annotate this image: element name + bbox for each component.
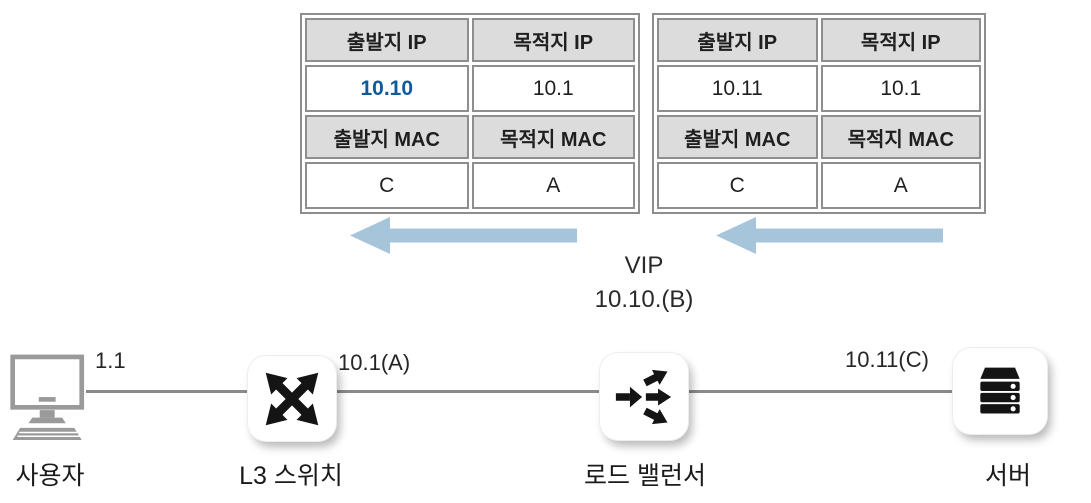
dest-ip-header: 목적지 IP — [471, 18, 635, 62]
network-link-line — [86, 390, 955, 393]
packet-table-left: 출발지 IP 목적지 IP 10.10 10.1 출발지 MAC 목적지 MAC… — [300, 13, 640, 214]
vip-address: 10.10.(B) — [594, 286, 694, 313]
crossed-arrows-icon — [265, 372, 319, 425]
source-ip-value: 10.11 — [657, 65, 818, 112]
vip-caption: VIP 10.10.(B) — [595, 249, 694, 317]
server-stack-icon — [980, 367, 1020, 414]
link-label-switch-lb: 10.1(A) — [338, 350, 411, 375]
server-node — [953, 348, 1047, 434]
packet-table-right: 출발지 IP 목적지 IP 10.11 10.1 출발지 MAC 목적지 MAC… — [652, 13, 986, 214]
table-row: 출발지 IP 목적지 IP — [657, 18, 981, 62]
source-mac-value: C — [657, 162, 818, 209]
vip-title: VIP — [624, 252, 664, 279]
dest-mac-header: 목적지 MAC — [471, 115, 635, 159]
source-mac-header: 출발지 MAC — [305, 115, 469, 159]
fan-out-arrows-icon — [615, 369, 672, 424]
dest-mac-value: A — [471, 162, 635, 209]
table-row: C A — [657, 162, 981, 209]
load-balancer-node — [600, 353, 688, 440]
dest-mac-value: A — [820, 162, 981, 209]
table-row: C A — [305, 162, 635, 209]
dest-ip-header: 목적지 IP — [820, 18, 981, 62]
desktop-computer-icon — [10, 354, 85, 440]
source-ip-value: 10.10 — [305, 65, 469, 112]
table-row: 출발지 MAC 목적지 MAC — [657, 115, 981, 159]
source-ip-header: 출발지 IP — [305, 18, 469, 62]
dest-ip-value: 10.1 — [820, 65, 981, 112]
node-label-user: 사용자 — [15, 462, 85, 490]
dest-ip-value: 10.1 — [471, 65, 635, 112]
node-label-load-balancer: 로드 밸런서 — [584, 462, 706, 490]
dest-mac-header: 목적지 MAC — [820, 115, 981, 159]
table-row: 출발지 MAC 목적지 MAC — [305, 115, 635, 159]
source-mac-header: 출발지 MAC — [657, 115, 818, 159]
l3-switch-node — [248, 356, 336, 441]
source-mac-value: C — [305, 162, 469, 209]
node-label-l3-switch: L3 스위치 — [239, 462, 343, 490]
table-row: 출발지 IP 목적지 IP — [305, 18, 635, 62]
highlighted-ip: 10.10 — [360, 76, 414, 100]
link-label-user-switch: 1.1 — [95, 348, 126, 373]
link-label-lb-server: 10.11(C) — [845, 347, 929, 372]
left-flow-arrow-icon — [350, 217, 577, 254]
table-row: 10.11 10.1 — [657, 65, 981, 112]
source-ip-header: 출발지 IP — [657, 18, 818, 62]
table-row: 10.10 10.1 — [305, 65, 635, 112]
right-flow-arrow-icon — [716, 217, 943, 254]
node-label-server: 서버 — [984, 462, 1032, 490]
